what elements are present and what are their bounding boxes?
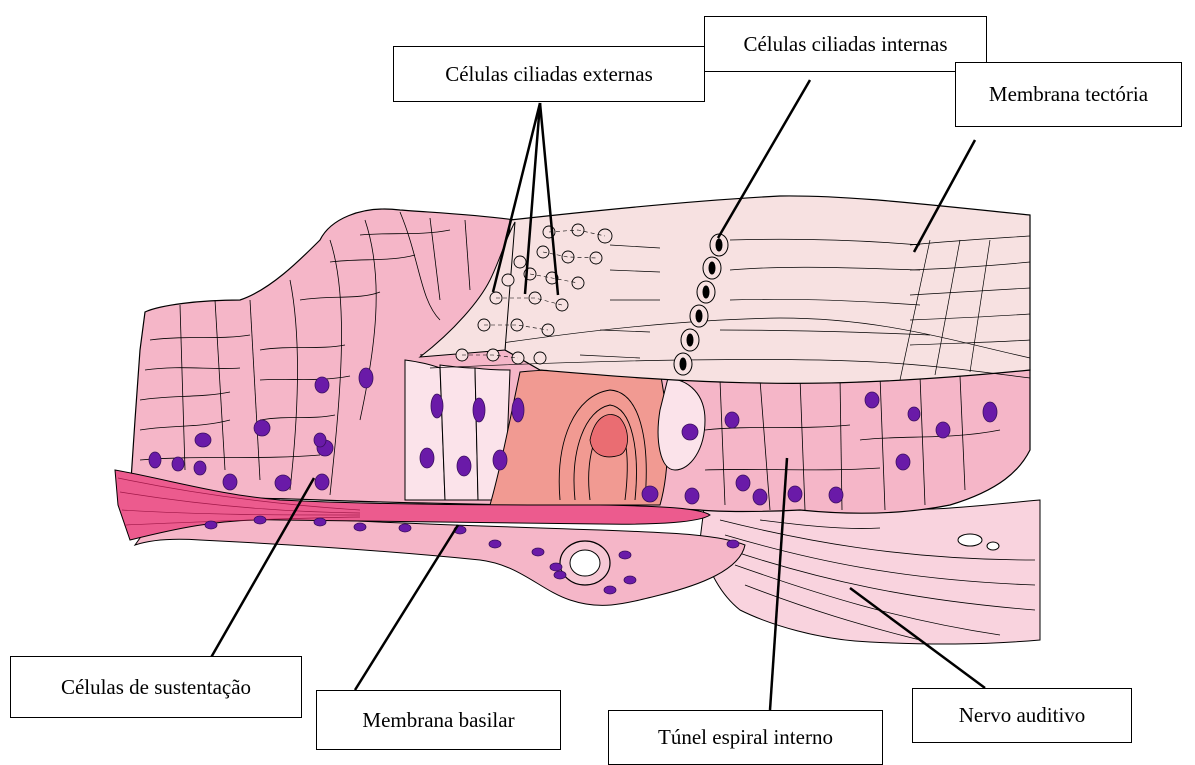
outer-hair-cells xyxy=(405,360,510,500)
label-auditory-nerve: Nervo auditivo xyxy=(912,688,1132,743)
label-inner-hair-cells: Células ciliadas internas xyxy=(704,16,987,72)
lower-tissue xyxy=(135,510,745,605)
label-outer-hair-cells: Células ciliadas externas xyxy=(393,46,705,102)
label-basilar-membrane: Membrana basilar xyxy=(316,690,561,750)
label-supporting-cells: Células de sustentação xyxy=(10,656,302,718)
nerve-vessel xyxy=(958,534,982,546)
inner-tunnel-region xyxy=(490,369,668,505)
label-tectorial-membrane: Membrana tectória xyxy=(955,62,1182,127)
label-inner-spiral-tunnel: Túnel espiral interno xyxy=(608,710,883,765)
nerve-vessel xyxy=(987,542,999,550)
auditory-nerve-region xyxy=(700,500,1040,644)
blood-vessel-lumen xyxy=(570,550,600,576)
